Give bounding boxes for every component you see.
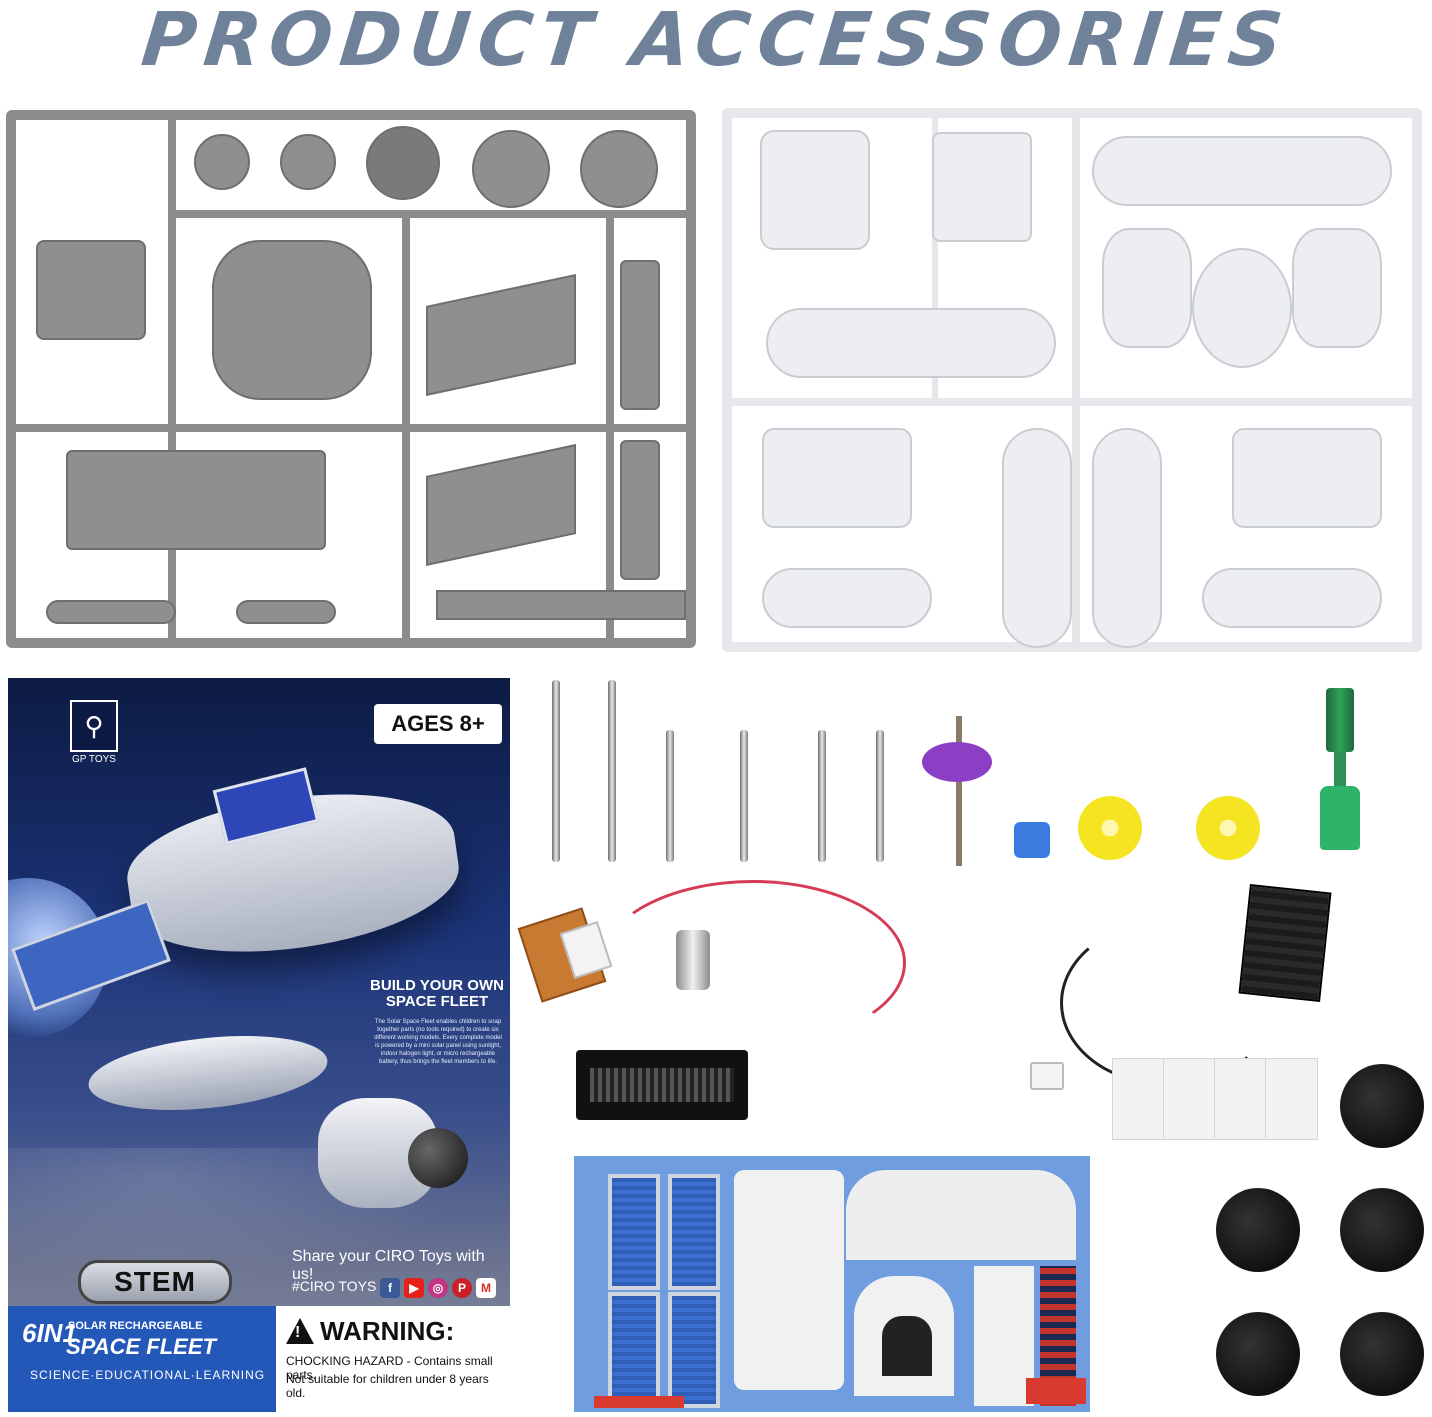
battery-springs (590, 1068, 734, 1102)
pinterest-icon: P (452, 1278, 472, 1298)
sticker-sheet (574, 1156, 1090, 1412)
warning-exclamation: ! (295, 1324, 301, 1341)
build-description: The Solar Space Fleet enables children t… (374, 1019, 502, 1065)
warning-title: WARNING: (320, 1316, 455, 1346)
foam-circle (1340, 1188, 1424, 1272)
foam-circle (1340, 1312, 1424, 1396)
motor-wire (600, 880, 906, 1046)
metal-pin (666, 730, 674, 862)
share-text: Share your CIRO Toys with us! (292, 1248, 485, 1283)
screwdriver-neck (1334, 752, 1346, 788)
brand-name: GP TOYS (72, 754, 116, 765)
stem-badge: STEM (78, 1260, 232, 1304)
solar-rechargeable-label: SOLAR RECHARGEABLE (68, 1320, 203, 1332)
blue-gear-small (1014, 822, 1050, 858)
solar-panel (1238, 884, 1332, 1002)
solar-panel-plug (1030, 1062, 1064, 1090)
sticker-solar-cell (608, 1174, 660, 1290)
adhesive-pads (1112, 1058, 1318, 1140)
gp-toys-logo-icon: ⚲ (70, 700, 118, 752)
foam-circle (1340, 1064, 1424, 1148)
facebook-icon: f (380, 1278, 400, 1298)
tagline: SCIENCE·EDUCATIONAL·LEARNING (30, 1368, 266, 1382)
foam-circle (1216, 1312, 1300, 1396)
sticker-red-block (1026, 1378, 1086, 1404)
metal-pin-long (608, 680, 616, 862)
warning-line-2: Not suitable for children under 8 years … (286, 1372, 489, 1400)
metal-pin (818, 730, 826, 862)
spaceship-2-illustration (84, 1025, 332, 1121)
gray-parts-sprue (6, 110, 696, 648)
sticker-strip (974, 1266, 1034, 1406)
hashtag: #CIRO TOYS (292, 1278, 377, 1294)
sticker-solar-cell (668, 1292, 720, 1408)
sticker-red-strip (594, 1396, 684, 1408)
pad-divider (1214, 1058, 1215, 1138)
pad-divider (1265, 1058, 1266, 1138)
instagram-icon: ◎ (428, 1278, 448, 1298)
build-info: BUILD YOUR OWN SPACE FLEET The Solar Spa… (368, 978, 506, 1148)
foam-circle (1216, 1188, 1300, 1272)
screwdriver (1320, 786, 1360, 850)
metal-pin (876, 730, 884, 862)
gear-axle (956, 716, 962, 866)
sticker-solar-cell (668, 1174, 720, 1290)
metal-pin-long (552, 680, 560, 862)
ages-badge: AGES 8+ (374, 704, 502, 744)
page-title: PRODUCT ACCESSORIES (137, 0, 1295, 83)
product-name-band (8, 1306, 276, 1412)
warning-triangle-icon (286, 1318, 314, 1344)
pad-divider (1163, 1058, 1164, 1138)
electric-motor (676, 930, 710, 990)
youtube-icon: ▶ (404, 1278, 424, 1298)
space-fleet-label: SPACE FLEET (66, 1334, 216, 1359)
build-title: BUILD YOUR OWN SPACE FLEET (370, 977, 504, 1010)
warning-line-1: CHOCKING HAZARD - Contains small parts. (286, 1354, 493, 1382)
six-in-one-label: 6IN1 (22, 1318, 77, 1348)
purple-gear (922, 742, 992, 782)
sticker-window (882, 1316, 932, 1376)
yellow-gear (1078, 796, 1142, 860)
gmail-icon: M (476, 1278, 496, 1298)
yellow-gear (1196, 796, 1260, 860)
instruction-manual: ⚲ GP TOYS AGES 8+ BUILD YOUR OWN SPACE F… (8, 678, 510, 1412)
sticker-solar-cell (608, 1292, 660, 1408)
metal-pin (740, 730, 748, 862)
robot-wheel-illustration (408, 1128, 468, 1188)
screwdriver-handle (1326, 688, 1354, 752)
sticker-arc (846, 1170, 1076, 1260)
white-parts-sprue (722, 108, 1422, 652)
sticker-panel (734, 1170, 844, 1390)
